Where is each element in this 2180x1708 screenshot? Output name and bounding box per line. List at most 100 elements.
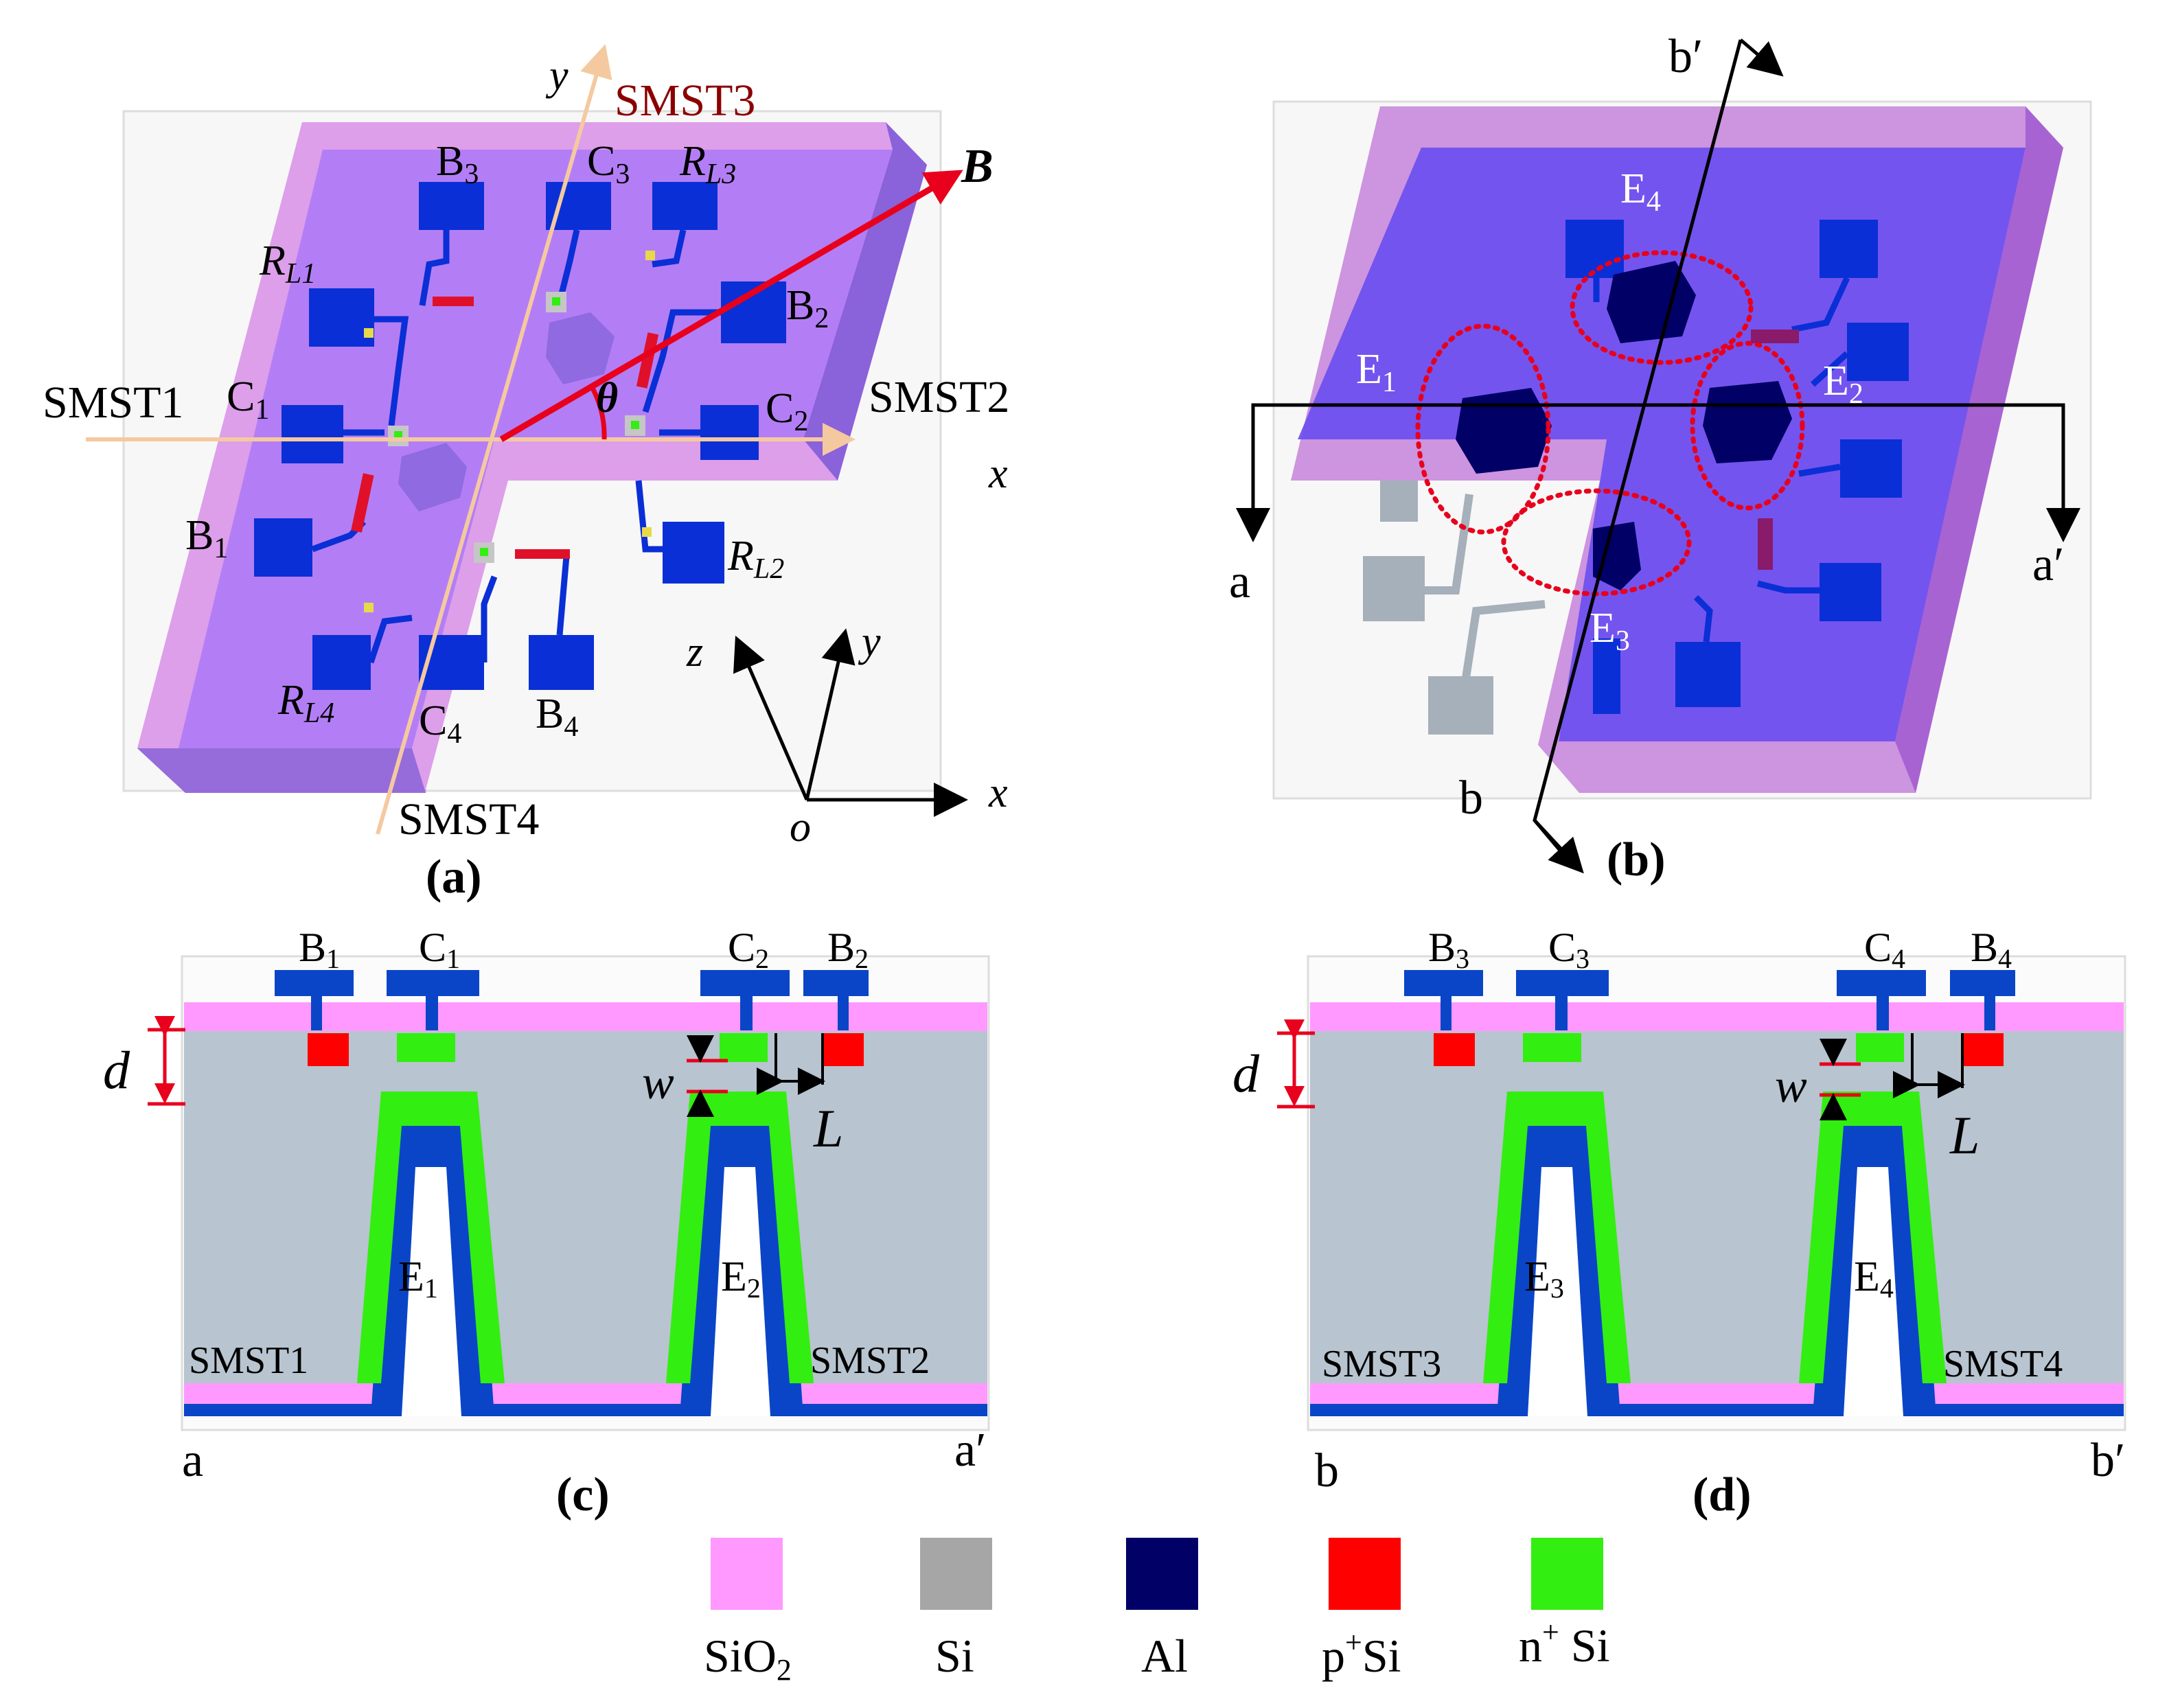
terminal-label-b3: B3 — [1428, 925, 1469, 974]
p-plus-b2 — [823, 1033, 864, 1066]
angle-label: θ — [596, 375, 618, 422]
sio2-top-d — [1310, 1002, 2124, 1031]
cut-lines — [1236, 38, 2080, 874]
label-rl2: RL2 — [727, 533, 784, 585]
section-end-b-prime: b′ — [2091, 1434, 2125, 1487]
pad-rl1 — [309, 288, 374, 347]
axis-x-label: x — [988, 450, 1008, 497]
legend: SiO2 Si Al p+Si n+ Si — [704, 1538, 1610, 1687]
emitter-label-e4-section: E4 — [1854, 1254, 1894, 1304]
terminals-c — [275, 970, 869, 1030]
label-b2: B2 — [786, 282, 829, 334]
cut-label-a-prime: a′ — [2032, 538, 2064, 591]
sensor-label-smst4: SMST4 — [398, 794, 539, 844]
legend-item-n-plus-si: n+ Si — [1519, 1538, 1610, 1672]
panel-a: y x SMST3 SMST1 SMST2 SMST4 B θ B3 C3 RL… — [43, 44, 1009, 903]
resistor-1 — [433, 297, 474, 306]
coord-y-label: y — [858, 619, 881, 665]
label-c3: C3 — [587, 138, 630, 190]
sensor-label-smst3: SMST3 — [615, 76, 755, 126]
sensor-label-smst4-section: SMST4 — [1943, 1343, 2063, 1385]
sensor-label-smst2-section: SMST2 — [810, 1339, 930, 1382]
emitter-label-e2: E2 — [1823, 358, 1863, 410]
caption-a: (a) — [426, 851, 482, 903]
emitter-label-e1: E1 — [1356, 346, 1397, 398]
n-plus-c1 — [397, 1033, 455, 1062]
terminal-label-b4: B4 — [1971, 925, 2012, 974]
panel-b: E4 E1 E2 E3 a a′ b b′ (b) — [1229, 30, 2092, 886]
cut-label-b-prime: b′ — [1668, 30, 1703, 83]
label-b1: B1 — [185, 512, 228, 564]
sensor-lines-a — [86, 44, 856, 835]
coordinate-axes — [733, 628, 968, 817]
legend-swatch-si — [920, 1538, 992, 1610]
n-plus-c4 — [1856, 1033, 1904, 1062]
dim-label-L-d: L — [1949, 1105, 1980, 1165]
pad-b3 — [419, 182, 484, 230]
emitter-highlight-circles — [1415, 250, 1805, 597]
dim-label-d-c: d — [103, 1040, 130, 1100]
legend-swatch-sio2 — [711, 1538, 783, 1610]
resistor-3 — [636, 332, 659, 389]
pads-a — [254, 182, 786, 690]
sensor-label-smst1-section: SMST1 — [189, 1339, 308, 1382]
terminal-label-c2: C2 — [728, 925, 769, 974]
trench-e2 — [666, 1092, 814, 1416]
al-bottom-c — [184, 1404, 987, 1416]
legend-label-al: Al — [1141, 1630, 1188, 1682]
panel-c: B1 C1 C2 B2 E1 E2 SMST1 SMST2 d w L — [103, 925, 990, 1521]
legend-label-n-plus-si: n+ Si — [1519, 1615, 1610, 1672]
terminal-label-c3: C3 — [1548, 925, 1590, 974]
sensor-label-smst2: SMST2 — [869, 372, 1009, 422]
label-rl3: RL3 — [679, 138, 736, 190]
legend-item-si: Si — [920, 1538, 992, 1682]
section-end-a: a — [182, 1434, 203, 1487]
dimension-w-d — [1820, 1039, 1861, 1120]
chip-bottom-bevel-a — [137, 748, 426, 793]
cut-line-aa — [1251, 403, 2065, 532]
field-label-B: B — [961, 140, 994, 193]
terminals-d — [1404, 970, 2015, 1030]
section-end-a-prime: a′ — [954, 1424, 986, 1477]
pad-b1 — [254, 518, 312, 577]
legend-item-al: Al — [1126, 1538, 1198, 1682]
si-substrate-d — [1310, 1030, 2124, 1387]
pad-b4 — [529, 635, 594, 690]
emitter-label-e1-section: E1 — [398, 1254, 438, 1304]
coord-x-label: x — [988, 770, 1008, 816]
n-plus-c2 — [720, 1033, 768, 1062]
trench-e1 — [357, 1092, 505, 1416]
resistor-4 — [515, 549, 570, 559]
emitter-label-e3: E3 — [1590, 605, 1630, 657]
terminal-label-c4: C4 — [1864, 925, 1905, 974]
si-pads-b — [1363, 481, 1493, 735]
label-c4: C4 — [419, 697, 461, 750]
sensor-label-smst1: SMST1 — [43, 378, 183, 428]
label-rl1: RL1 — [259, 238, 316, 290]
legend-item-p-plus-si: p+Si — [1322, 1538, 1401, 1682]
label-b3: B3 — [436, 138, 479, 190]
legend-label-sio2: SiO2 — [704, 1630, 792, 1687]
legend-swatch-p-plus-si — [1329, 1538, 1401, 1610]
dim-label-w-d: w — [1775, 1060, 1807, 1113]
emitters-b — [1456, 261, 1792, 590]
dimension-d-d — [1277, 1019, 1315, 1109]
traces-a — [311, 229, 721, 664]
al-bottom-d — [1310, 1404, 2124, 1416]
dimension-L-d — [1893, 1033, 1965, 1098]
p-plus-b1 — [308, 1033, 349, 1066]
legend-label-p-plus-si: p+Si — [1322, 1626, 1401, 1682]
dimension-d-c — [148, 1016, 185, 1106]
legend-swatch-n-plus-si — [1531, 1538, 1603, 1610]
dimension-L-c — [757, 1033, 825, 1095]
caption-b: (b) — [1607, 833, 1666, 886]
cut-label-a: a — [1229, 555, 1250, 608]
trench-e3 — [1483, 1092, 1631, 1416]
traces-b — [1593, 277, 1850, 643]
sensor-label-smst3-section: SMST3 — [1322, 1343, 1441, 1385]
legend-swatch-al — [1126, 1538, 1198, 1610]
terminal-label-c1: C1 — [419, 925, 460, 974]
trench-e4 — [1799, 1092, 1947, 1416]
pad-rl2 — [663, 522, 724, 584]
